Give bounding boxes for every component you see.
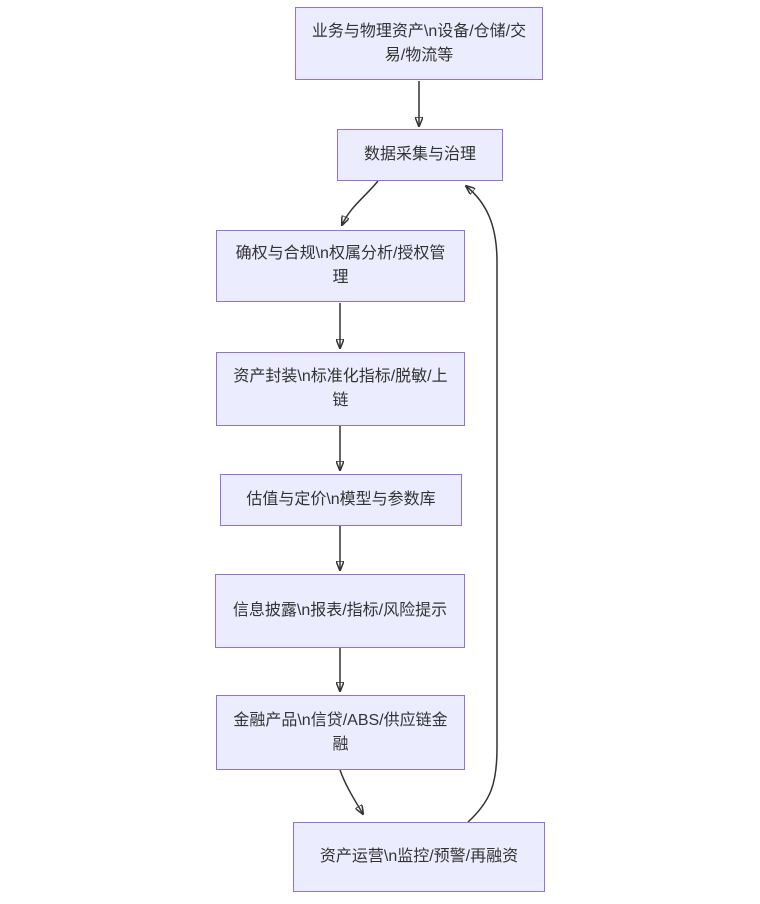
node-asset-operations: 资产运营\n监控/预警/再融资 [293, 822, 545, 892]
node-label: 资产封装\n标准化指标/脱敏/上链 [233, 368, 448, 409]
node-label: 信息披露\n报表/指标/风险提示 [232, 602, 448, 619]
node-label: 数据采集与治理 [363, 146, 476, 163]
edge-operations-to-data-feedback [466, 186, 498, 823]
node-asset-packaging: 资产封装\n标准化指标/脱敏/上链 [216, 352, 465, 426]
node-business-physical-assets: 业务与物理资产\n设备/仓储/交易/物流等 [295, 7, 543, 80]
node-label: 业务与物理资产\n设备/仓储/交易/物流等 [311, 22, 527, 64]
node-label: 确权与合规\n权属分析/授权管理 [235, 245, 446, 286]
node-label: 资产运营\n监控/预警/再融资 [319, 848, 519, 865]
node-financial-products: 金融产品\n信贷/ABS/供应链金融 [216, 695, 465, 770]
node-valuation-pricing: 估值与定价\n模型与参数库 [220, 474, 462, 526]
node-information-disclosure: 信息披露\n报表/指标/风险提示 [215, 574, 465, 648]
edge-products-to-operations [339, 769, 363, 814]
node-label: 金融产品\n信贷/ABS/供应链金融 [233, 711, 448, 753]
node-data-collection-governance: 数据采集与治理 [337, 129, 503, 181]
node-rights-compliance: 确权与合规\n权属分析/授权管理 [216, 230, 465, 302]
edge-data-to-rights [342, 180, 379, 225]
node-label: 估值与定价\n模型与参数库 [246, 491, 436, 508]
